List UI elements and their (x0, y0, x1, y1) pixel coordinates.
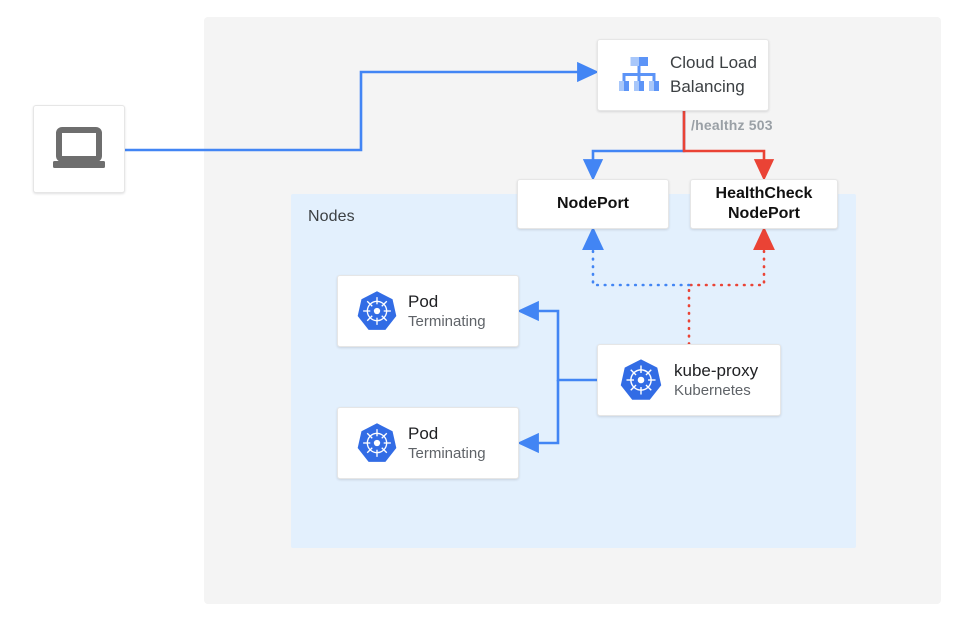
pod-status: Terminating (408, 444, 486, 462)
pod-status: Terminating (408, 312, 486, 330)
healthcheck-nodeport-line1: HealthCheck (715, 185, 813, 202)
kubernetes-icon (598, 358, 674, 402)
client-laptop-node[interactable] (33, 105, 125, 193)
cloud-load-balancing-icon (598, 55, 670, 95)
kube-proxy-title: kube-proxy (674, 360, 759, 380)
kube-proxy-node[interactable]: kube-proxy Kubernetes (597, 344, 781, 416)
pod-title: Pod (408, 291, 439, 311)
laptop-icon (51, 127, 107, 171)
healthcheck-nodeport-node[interactable]: HealthCheck NodePort (690, 179, 838, 229)
nodeport-node[interactable]: NodePort (517, 179, 669, 229)
nodeport-label: NodePort (557, 195, 629, 212)
nodes-panel-label: Nodes (308, 208, 355, 225)
pod-title: Pod (408, 423, 439, 443)
pod-node-2[interactable]: Pod Terminating (337, 407, 519, 479)
cloud-load-balancing-label: Cloud Load Balancing (670, 53, 757, 96)
kubernetes-icon (338, 422, 408, 464)
healthcheck-nodeport-label: HealthCheck NodePort (691, 180, 837, 228)
pod-node-1[interactable]: Pod Terminating (337, 275, 519, 347)
healthcheck-nodeport-line2: NodePort (727, 205, 800, 222)
kube-proxy-subtitle: Kubernetes (674, 381, 751, 399)
cloud-load-balancing-node[interactable]: Cloud Load Balancing (597, 39, 769, 111)
kubernetes-icon (338, 290, 408, 332)
healthz-503-label: /healthz 503 (691, 117, 773, 133)
